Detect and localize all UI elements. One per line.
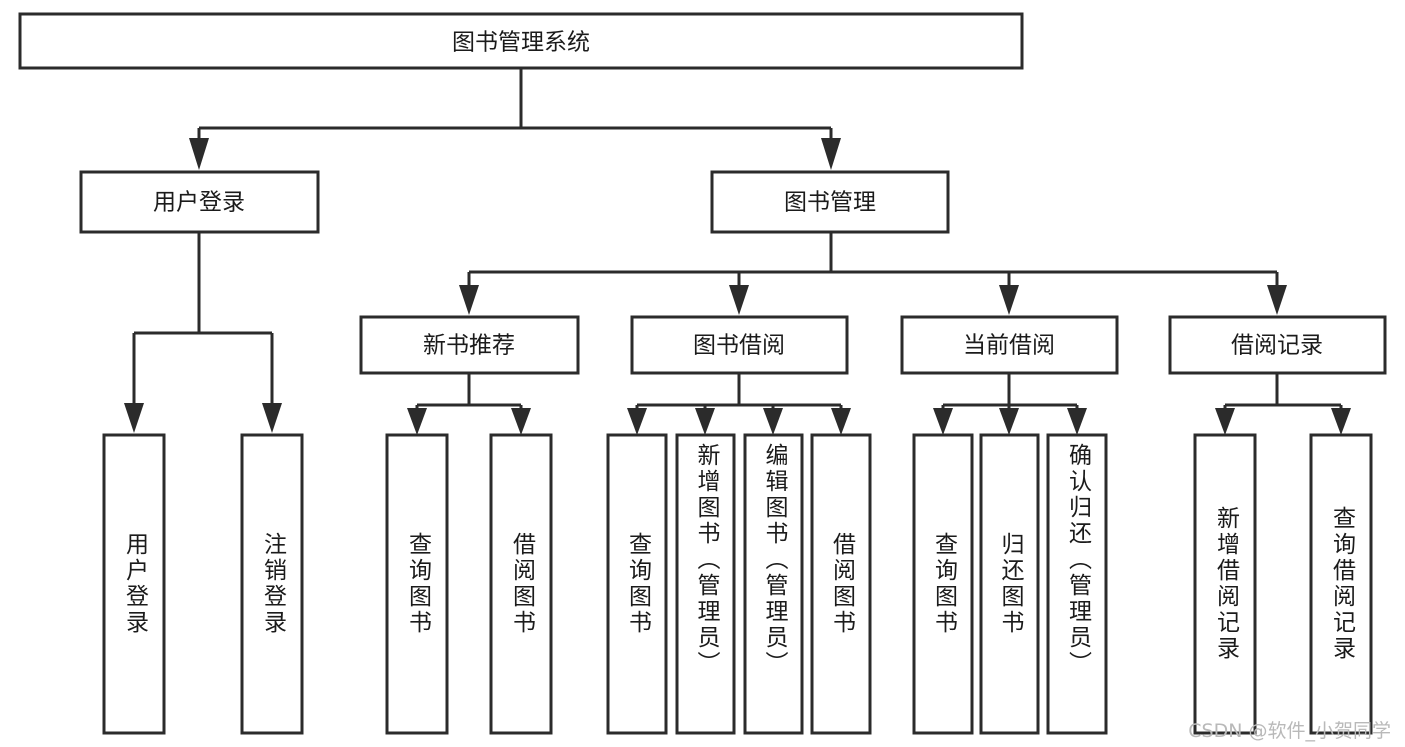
node-root-box[interactable]	[18, 12, 1024, 70]
connector-group-borrow-record	[1215, 373, 1351, 435]
node-user-login[interactable]: 用户登录	[79, 170, 320, 234]
node-book-borrow-box[interactable]	[630, 315, 849, 375]
arrowhead-book-borrow	[729, 285, 749, 315]
connector-group-book-borrow	[627, 373, 851, 435]
arrowhead-leaf-query-record	[1331, 408, 1351, 435]
node-current-borrow-box[interactable]	[900, 315, 1119, 375]
node-new-book-recommend-box[interactable]	[359, 315, 580, 375]
arrowhead-leaf-user-logout	[262, 403, 282, 433]
arrowhead-user-login	[189, 138, 209, 170]
connector-group-new-book-recommend	[407, 373, 531, 435]
arrowhead-book-manage	[821, 138, 841, 170]
arrowhead-leaf-add-book	[695, 408, 715, 435]
node-book-borrow[interactable]: 图书借阅	[630, 315, 849, 375]
node-current-borrow-label: 当前借阅	[963, 333, 1055, 359]
arrowhead-borrow-record	[1267, 285, 1287, 315]
node-borrow-record-box[interactable]	[1168, 315, 1387, 375]
node-leaf-query-record-box[interactable]	[1309, 433, 1373, 735]
connector-group-book-manage	[459, 232, 1287, 315]
node-leaf-return-book-box[interactable]	[979, 433, 1040, 735]
arrowhead-leaf-return-book	[999, 408, 1019, 435]
arrowhead-leaf-add-record	[1215, 408, 1235, 435]
node-leaf-borrow-book-2-box[interactable]	[810, 433, 872, 735]
node-new-book-recommend-label: 新书推荐	[423, 333, 515, 359]
node-leaf-query-book-3-box[interactable]	[912, 433, 974, 735]
node-leaf-borrow-book-1-box[interactable]	[489, 433, 553, 735]
node-root[interactable]: 图书管理系统	[18, 12, 1024, 70]
connector-group-root	[189, 68, 841, 170]
node-current-borrow[interactable]: 当前借阅	[900, 315, 1119, 375]
node-book-manage-label: 图书管理	[784, 190, 876, 216]
arrowhead-leaf-borrow-book-1	[511, 408, 531, 435]
connector-group-user-login	[124, 232, 282, 433]
node-leaf-confirm-return-box[interactable]	[1046, 433, 1108, 735]
node-user-login-box[interactable]	[79, 170, 320, 234]
node-book-borrow-label: 图书借阅	[693, 333, 785, 359]
node-borrow-record[interactable]: 借阅记录	[1168, 315, 1387, 375]
node-leaf-add-book-box[interactable]	[675, 433, 736, 735]
connector-group-current-borrow	[933, 373, 1087, 435]
node-borrow-record-label: 借阅记录	[1231, 333, 1323, 359]
arrowhead-leaf-query-book-1	[407, 408, 427, 435]
node-leaf-user-login-box[interactable]	[102, 433, 166, 735]
node-book-manage-box[interactable]	[710, 170, 950, 234]
node-book-manage[interactable]: 图书管理	[710, 170, 950, 234]
arrowhead-new-book-recommend	[459, 285, 479, 315]
node-leaf-add-record-box[interactable]	[1193, 433, 1257, 735]
arrowhead-leaf-query-book-2	[627, 408, 647, 435]
arrowhead-leaf-user-login	[124, 403, 144, 433]
node-leaf-user-logout-box[interactable]	[240, 433, 304, 735]
node-leaf-edit-book-box[interactable]	[743, 433, 804, 735]
arrowhead-leaf-borrow-book-2	[831, 408, 851, 435]
arrowhead-current-borrow	[999, 285, 1019, 315]
arrowhead-leaf-edit-book	[763, 408, 783, 435]
arrowhead-leaf-query-book-3	[933, 408, 953, 435]
arrowhead-leaf-confirm-return	[1067, 408, 1087, 435]
node-leaf-query-book-1-box[interactable]	[385, 433, 449, 735]
node-new-book-recommend[interactable]: 新书推荐	[359, 315, 580, 375]
node-user-login-label: 用户登录	[153, 190, 245, 216]
node-root-label: 图书管理系统	[452, 30, 590, 56]
node-leaf-query-book-2-box[interactable]	[606, 433, 668, 735]
